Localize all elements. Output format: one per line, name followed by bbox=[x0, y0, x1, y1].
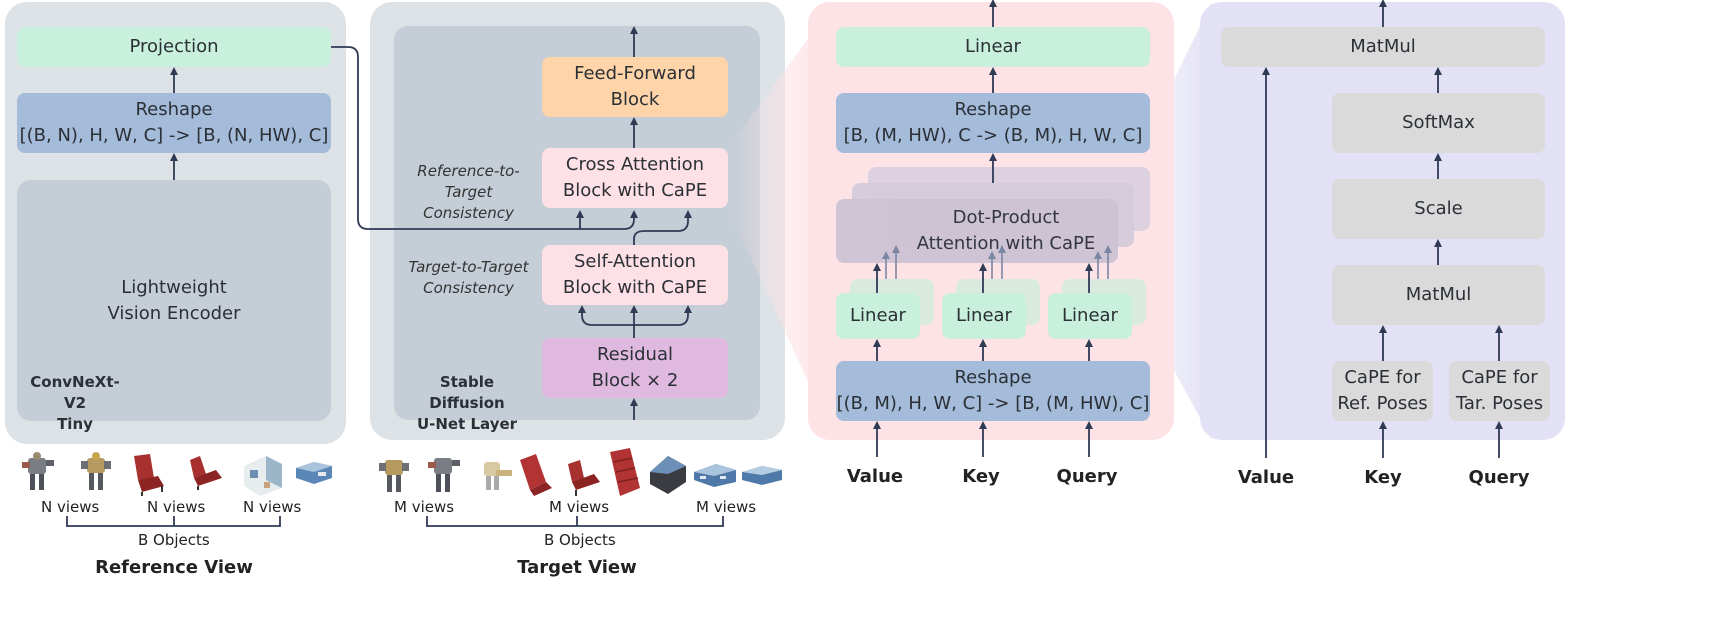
building-thumbnail bbox=[694, 464, 736, 487]
attention-reshape-out-box: Reshape [B, (M, HW), C -> (B, M), H, W, … bbox=[836, 93, 1150, 153]
reference-views-caption-3: N views bbox=[243, 498, 302, 516]
cross-attention-label: Cross Attention Block with CaPE bbox=[562, 154, 708, 201]
scale-label: Scale bbox=[1414, 198, 1463, 219]
softmax-label: SoftMax bbox=[1402, 112, 1475, 133]
cape-ref-box: CaPE for Ref. Poses bbox=[1332, 361, 1433, 421]
chair-thumbnail bbox=[610, 448, 640, 496]
building-thumbnail bbox=[244, 456, 282, 496]
residual-label: Residual Block × 2 bbox=[591, 344, 679, 391]
unet-layer-name: Stable Diffusion U-Net Layer bbox=[416, 373, 518, 433]
linear-value-label: Linear bbox=[850, 305, 906, 326]
attention-linear-out-label: Linear bbox=[965, 36, 1021, 57]
building-thumbnail bbox=[296, 462, 332, 484]
reference-reshape-box: Reshape [(B, N), H, W, C] -> [B, (N, HW)… bbox=[17, 93, 331, 153]
linear-key-box: Linear bbox=[942, 293, 1026, 339]
projection-box: Projection bbox=[17, 27, 331, 67]
reference-views-caption-1: N views bbox=[41, 498, 100, 516]
target-views-caption-2: M views bbox=[549, 498, 610, 516]
chair-thumbnail bbox=[568, 460, 600, 496]
robot-thumbnail bbox=[484, 462, 512, 490]
building-thumbnail bbox=[742, 466, 782, 485]
building-thumbnail bbox=[650, 456, 686, 494]
scale-box: Scale bbox=[1332, 179, 1545, 239]
cape-tar-box: CaPE for Tar. Poses bbox=[1449, 361, 1550, 421]
chair-thumbnail bbox=[520, 454, 552, 496]
matmul-bottom-box: MatMul bbox=[1332, 265, 1545, 325]
softmax-box: SoftMax bbox=[1332, 93, 1545, 153]
feed-forward-label: Feed-Forward Block bbox=[574, 63, 696, 110]
robot-thumbnail bbox=[81, 452, 111, 490]
reference-consistency-label: Reference-to-Target Consistency bbox=[417, 162, 520, 222]
projection-label: Projection bbox=[129, 36, 219, 57]
linear-key-label: Linear bbox=[956, 305, 1012, 326]
target-views-caption-3: M views bbox=[696, 498, 757, 516]
target-consistency-label: Target-to-Target Consistency bbox=[408, 258, 529, 297]
dot-input-query: Query bbox=[1468, 467, 1530, 488]
encoder-model-name: ConvNeXt-V2 Tiny bbox=[30, 373, 120, 433]
dot-product-box: Dot-Product Attention with CaPE bbox=[836, 199, 1118, 263]
robot-thumbnail bbox=[22, 452, 54, 490]
target-view-title: Target View bbox=[517, 557, 637, 578]
robot-thumbnail bbox=[379, 460, 409, 492]
cross-attention-box: Cross Attention Block with CaPE bbox=[542, 148, 728, 208]
attention-input-value: Value bbox=[846, 466, 904, 487]
cape-tar-label: CaPE for Tar. Poses bbox=[1455, 367, 1544, 414]
dot-input-value: Value bbox=[1237, 467, 1295, 488]
attention-input-key: Key bbox=[962, 466, 1000, 487]
linear-query-label: Linear bbox=[1062, 305, 1118, 326]
reference-objects-caption: B Objects bbox=[138, 531, 210, 549]
robot-thumbnail bbox=[428, 458, 460, 492]
linear-value-box: Linear bbox=[836, 293, 920, 339]
reference-reshape-label: Reshape [(B, N), H, W, C] -> [B, (N, HW)… bbox=[19, 99, 329, 146]
attention-reshape-in-label: Reshape [(B, M), H, W, C] -> [B, (M, HW)… bbox=[836, 367, 1150, 414]
reference-view-title: Reference View bbox=[95, 557, 253, 578]
cape-ref-label: CaPE for Ref. Poses bbox=[1337, 367, 1428, 414]
vision-encoder-label: Lightweight Vision Encoder bbox=[107, 276, 241, 324]
residual-box: Residual Block × 2 bbox=[542, 338, 728, 398]
attention-input-query: Query bbox=[1056, 466, 1118, 487]
attention-linear-out-box: Linear bbox=[836, 27, 1150, 67]
target-objects-caption: B Objects bbox=[544, 531, 616, 549]
chair-thumbnail bbox=[134, 454, 164, 496]
matmul-bottom-label: MatMul bbox=[1405, 284, 1472, 305]
self-attention-box: Self-Attention Block with CaPE bbox=[542, 245, 728, 305]
feed-forward-box: Feed-Forward Block bbox=[542, 57, 728, 117]
linear-query-box: Linear bbox=[1048, 293, 1132, 339]
matmul-top-label: MatMul bbox=[1350, 36, 1416, 57]
dot-input-key: Key bbox=[1364, 467, 1402, 488]
dot-product-label: Dot-Product Attention with CaPE bbox=[916, 207, 1096, 254]
matmul-top-box: MatMul bbox=[1221, 27, 1545, 67]
self-attention-label: Self-Attention Block with CaPE bbox=[562, 251, 708, 298]
attention-reshape-out-label: Reshape [B, (M, HW), C -> (B, M), H, W, … bbox=[843, 99, 1143, 146]
reference-views-caption-2: N views bbox=[147, 498, 206, 516]
chair-thumbnail bbox=[190, 456, 222, 490]
vision-encoder-box: Lightweight Vision Encoder bbox=[17, 180, 331, 421]
attention-reshape-in-box: Reshape [(B, M), H, W, C] -> [B, (M, HW)… bbox=[836, 361, 1150, 421]
target-views-caption-1: M views bbox=[394, 498, 455, 516]
